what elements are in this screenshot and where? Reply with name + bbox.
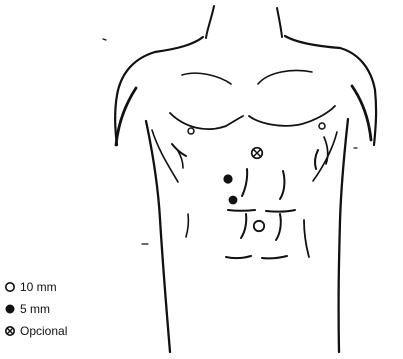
- upper-abdomen-mark-1: [242, 169, 247, 196]
- legend: 10 mm 5 mm Opcional: [4, 276, 114, 342]
- filled-circle-icon: [4, 303, 16, 315]
- left-flank-line: [146, 121, 170, 352]
- left-oblique-mark: [186, 214, 188, 237]
- legend-item: 10 mm: [4, 276, 114, 298]
- right-nipple-icon: [319, 123, 325, 129]
- legend-label: 5 mm: [20, 302, 50, 316]
- right-oblique-mark: [304, 220, 309, 257]
- filled-circle-port-icon: [223, 174, 232, 183]
- crossed-circle-icon: [4, 325, 16, 337]
- right-clavicle-line: [258, 71, 312, 85]
- upper-abdomen-mark-2: [280, 171, 284, 199]
- lower-abdomen-mark-1: [241, 214, 246, 238]
- neck-left-line: [206, 6, 214, 38]
- lower-abdomen-mark-4: [262, 256, 287, 258]
- lower-abdomen-mark-2: [276, 214, 281, 240]
- lower-abdomen-mark-3: [226, 256, 251, 258]
- torso-outline: [103, 6, 376, 352]
- left-pectoral-line: [170, 113, 243, 129]
- open-circle-port-icon: [254, 221, 264, 231]
- middle-abdomen-mark-1: [228, 210, 255, 211]
- right-lower-rib-mark: [315, 150, 318, 169]
- upper-left-dash: [103, 39, 106, 40]
- legend-item: 5 mm: [4, 298, 114, 320]
- right-flank-line: [339, 119, 348, 352]
- filled-circle-port-icon: [229, 196, 238, 205]
- legend-label: Opcional: [20, 324, 67, 338]
- left-deltoid-shade: [116, 88, 136, 145]
- right-trapezius-line: [285, 36, 340, 48]
- right-deltoid-shade: [352, 86, 371, 140]
- legend-item: Opcional: [4, 320, 114, 342]
- left-clavicle-line: [182, 73, 231, 84]
- open-circle-icon: [4, 281, 16, 293]
- left-trapezius-line: [155, 37, 203, 52]
- legend-label: 10 mm: [20, 280, 57, 294]
- neck-right-line: [277, 8, 282, 37]
- middle-abdomen-mark-2: [266, 210, 295, 212]
- left-nipple-icon: [188, 128, 194, 134]
